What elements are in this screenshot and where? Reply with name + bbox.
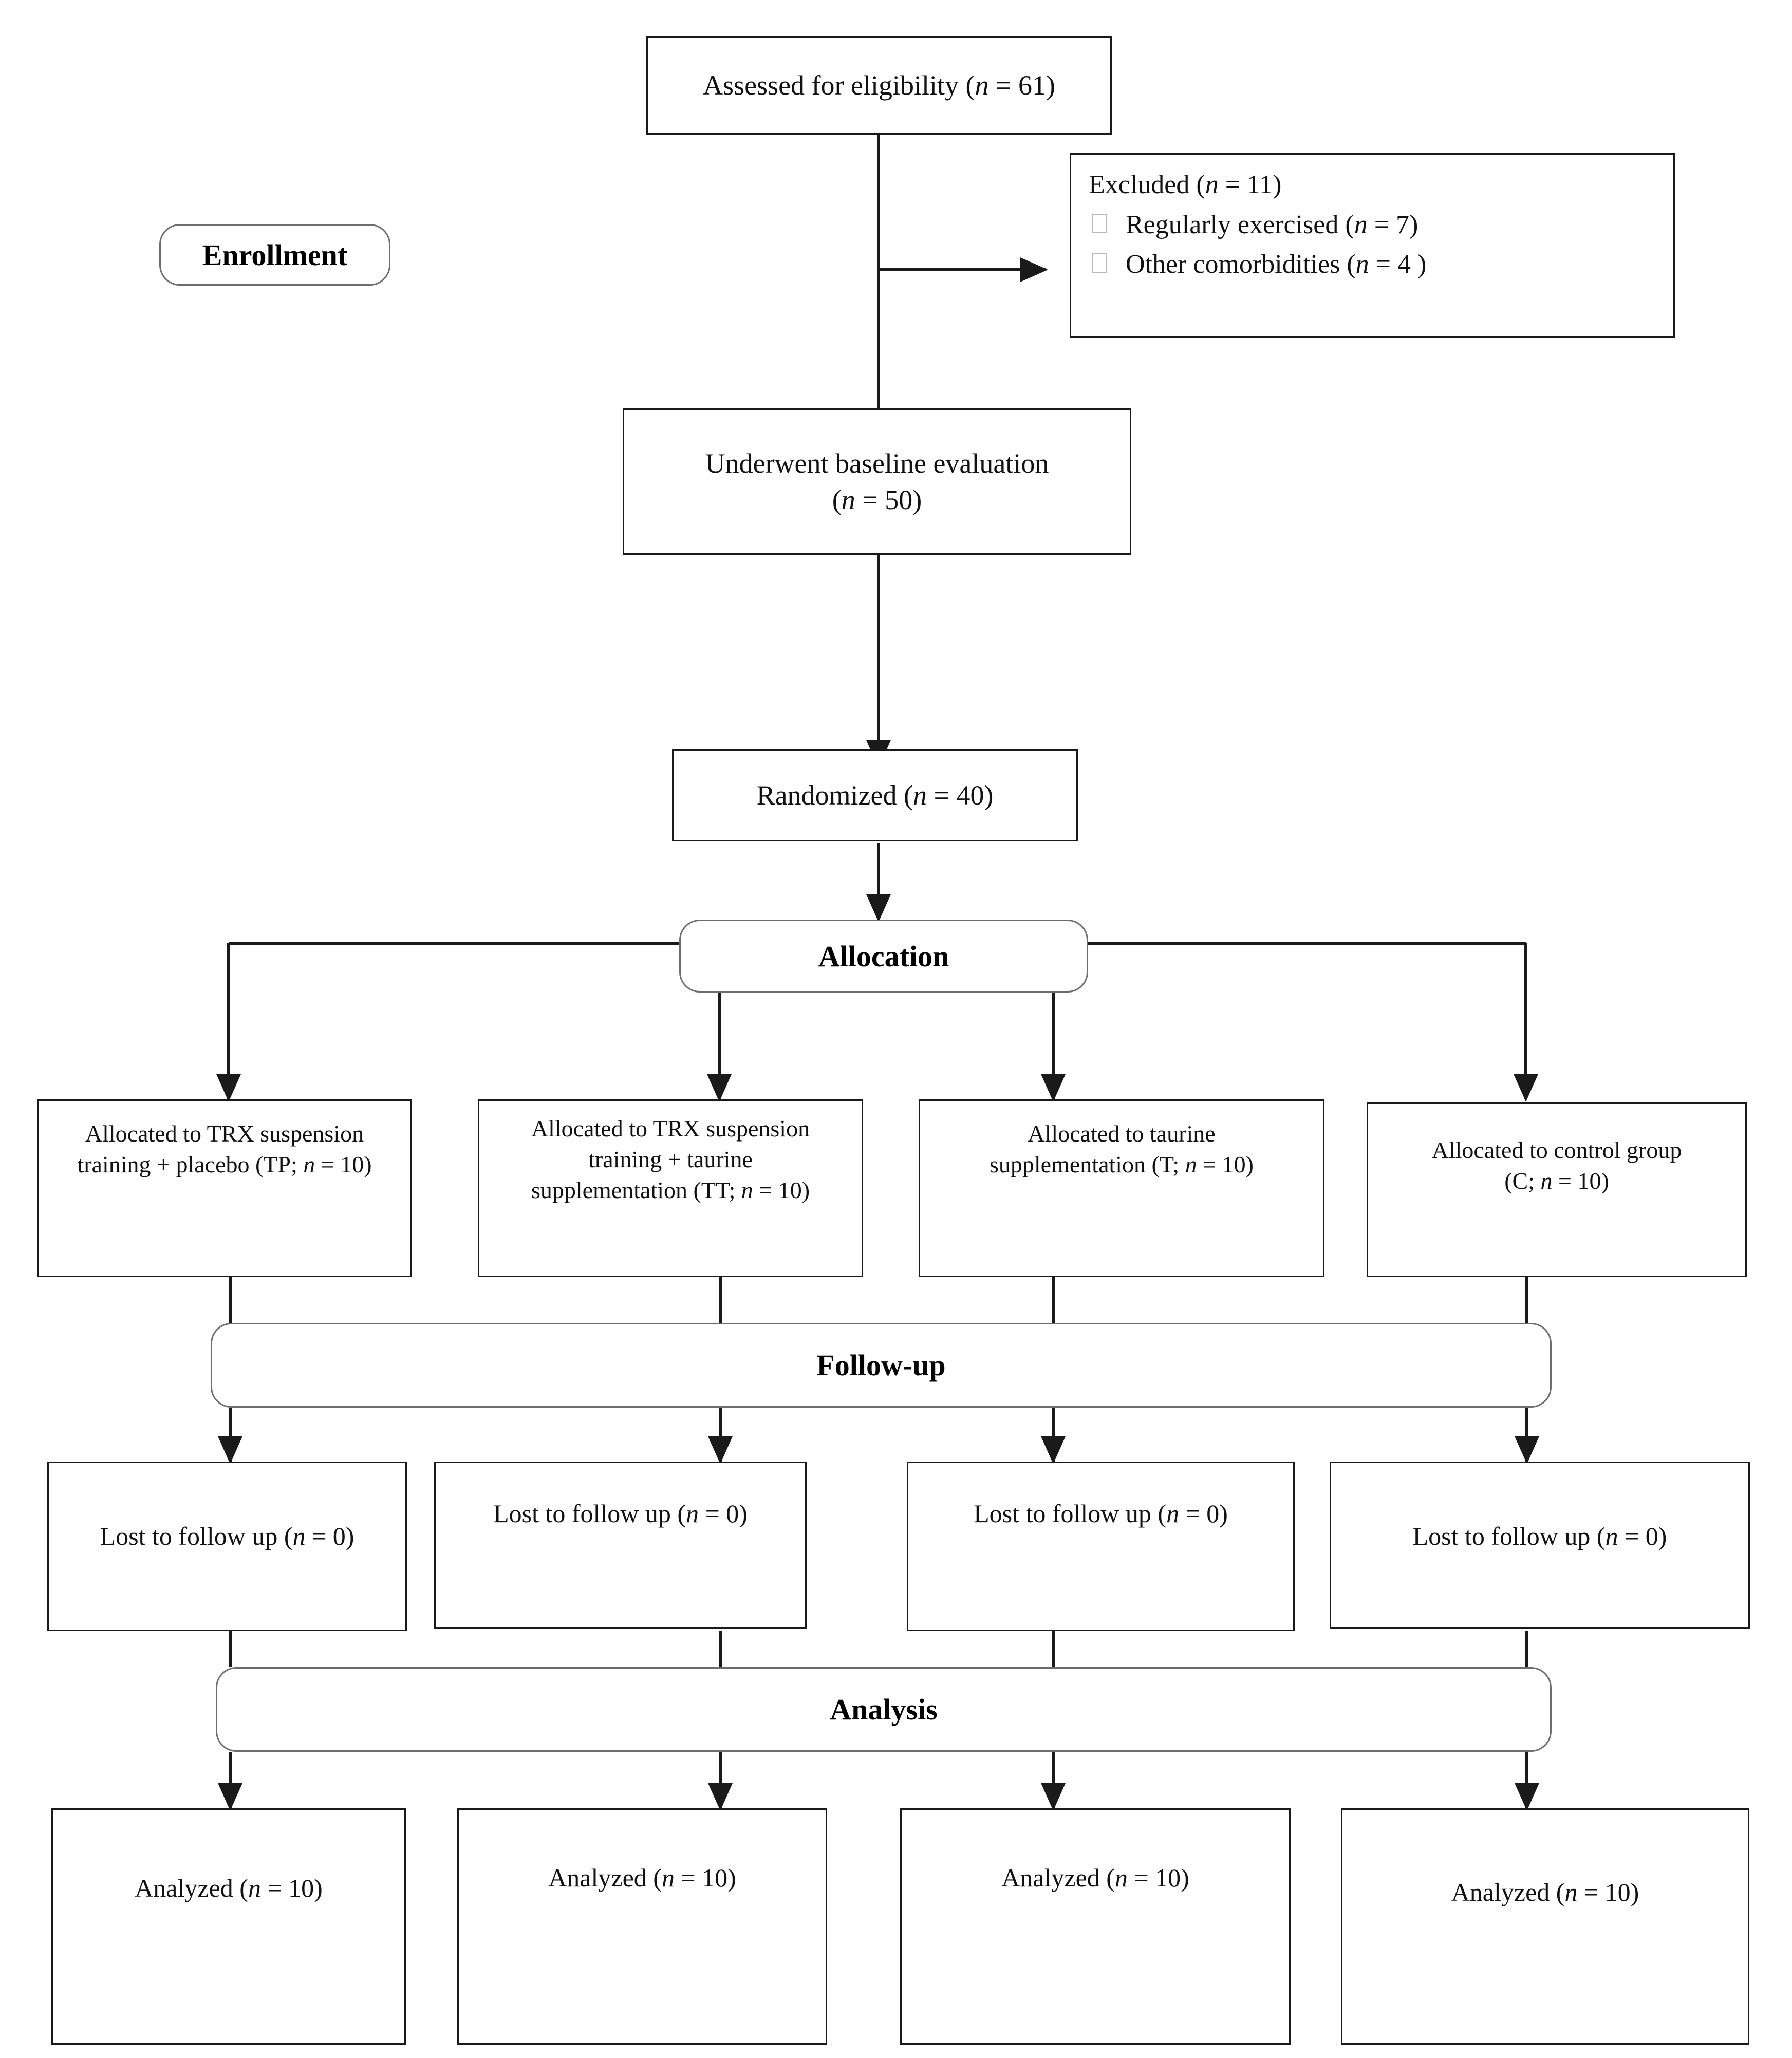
excluded-reason-list: Regularly exercised (n = 7) Other comorb… (1089, 208, 1673, 282)
stage-label-allocation-text: Allocation (818, 939, 949, 973)
bullet-square-icon (1092, 213, 1107, 233)
lost-to-followup-box-2: Lost to follow up (n = 0) (434, 1462, 807, 1629)
stage-label-allocation: Allocation (679, 920, 1088, 993)
lost-to-followup-box-3: Lost to follow up (n = 0) (907, 1462, 1295, 1631)
analyzed-box-2: Analyzed (n = 10) (457, 1808, 827, 2045)
analyzed-text-3: Analyzed (n = 10) (1001, 1863, 1189, 1892)
lost-to-followup-text-3: Lost to follow up (n = 0) (974, 1499, 1228, 1528)
allocation-box-t-text: Allocated to taurine supplementation (T;… (990, 1120, 1254, 1177)
allocation-box-tp: Allocated to TRX suspension training + p… (37, 1099, 412, 1277)
n-italic: n (1114, 1863, 1128, 1892)
n-italic: n (661, 1863, 675, 1892)
stage-label-followup: Follow-up (211, 1323, 1552, 1408)
n-italic: n (1205, 170, 1219, 199)
allocation-box-c: Allocated to control group (C; n = 10) (1367, 1102, 1747, 1277)
analyzed-text-1: Analyzed (n = 10) (135, 1874, 323, 1902)
n-italic: n (303, 1151, 315, 1177)
assessed-for-eligibility-text: Assessed for eligibility (n = 61) (703, 69, 1055, 101)
baseline-evaluation-box: Underwent baseline evaluation (n = 50) (623, 408, 1131, 555)
excluded-reason-item: Regularly exercised (n = 7) (1089, 208, 1673, 242)
n-italic: n (248, 1874, 261, 1902)
randomized-text: Randomized (n = 40) (756, 779, 994, 811)
n-italic: n (1605, 1522, 1618, 1550)
n-italic: n (741, 1176, 753, 1203)
analyzed-box-4: Analyzed (n = 10) (1341, 1808, 1749, 2045)
n-italic: n (1540, 1167, 1553, 1194)
allocation-box-c-text: Allocated to control group (C; n = 10) (1431, 1137, 1682, 1194)
stage-label-enrollment: Enrollment (159, 224, 390, 286)
allocation-box-t: Allocated to taurine supplementation (T;… (919, 1099, 1324, 1277)
stage-label-enrollment-text: Enrollment (202, 238, 348, 272)
n-italic: n (912, 779, 927, 811)
bullet-square-icon (1092, 253, 1107, 273)
analyzed-text-2: Analyzed (n = 10) (548, 1863, 736, 1892)
lost-to-followup-text-1: Lost to follow up (n = 0) (100, 1522, 354, 1550)
excluded-reason-item: Other comorbidities (n = 4 ) (1089, 247, 1673, 282)
n-italic: n (1355, 250, 1369, 279)
analyzed-text-4: Analyzed (n = 10) (1451, 1878, 1639, 1906)
allocation-box-tt-text: Allocated to TRX suspension training + t… (531, 1115, 810, 1203)
allocation-box-tt: Allocated to TRX suspension training + t… (478, 1099, 863, 1277)
lost-to-followup-box-1: Lost to follow up (n = 0) (47, 1462, 407, 1631)
excluded-reason-text: Other comorbidities (n = 4 ) (1126, 250, 1427, 279)
analyzed-box-3: Analyzed (n = 10) (900, 1808, 1291, 2045)
n-italic: n (1166, 1499, 1180, 1528)
excluded-box: Excluded (n = 11) Regularly exercised (n… (1070, 153, 1675, 338)
n-italic: n (1354, 210, 1368, 239)
n-italic: n (975, 69, 989, 101)
stage-label-analysis: Analysis (216, 1667, 1552, 1752)
lost-to-followup-text-4: Lost to follow up (n = 0) (1412, 1522, 1667, 1550)
baseline-evaluation-text: Underwent baseline evaluation (n = 50) (705, 448, 1049, 515)
stage-label-analysis-text: Analysis (830, 1693, 938, 1726)
assessed-for-eligibility-box: Assessed for eligibility (n = 61) (646, 36, 1112, 135)
n-italic: n (841, 484, 855, 515)
stage-label-followup-text: Follow-up (816, 1349, 946, 1382)
n-italic: n (292, 1522, 306, 1550)
n-italic: n (1564, 1878, 1578, 1906)
lost-to-followup-box-4: Lost to follow up (n = 0) (1330, 1462, 1750, 1629)
n-italic: n (1185, 1151, 1197, 1177)
randomized-box: Randomized (n = 40) (672, 749, 1078, 841)
excluded-reason-text: Regularly exercised (n = 7) (1126, 210, 1418, 239)
lost-to-followup-text-2: Lost to follow up (n = 0) (493, 1499, 748, 1528)
excluded-heading: Excluded (n = 11) (1089, 170, 1282, 199)
analyzed-box-1: Analyzed (n = 10) (51, 1808, 406, 2045)
allocation-box-tp-text: Allocated to TRX suspension training + p… (77, 1120, 372, 1177)
n-italic: n (686, 1499, 699, 1528)
